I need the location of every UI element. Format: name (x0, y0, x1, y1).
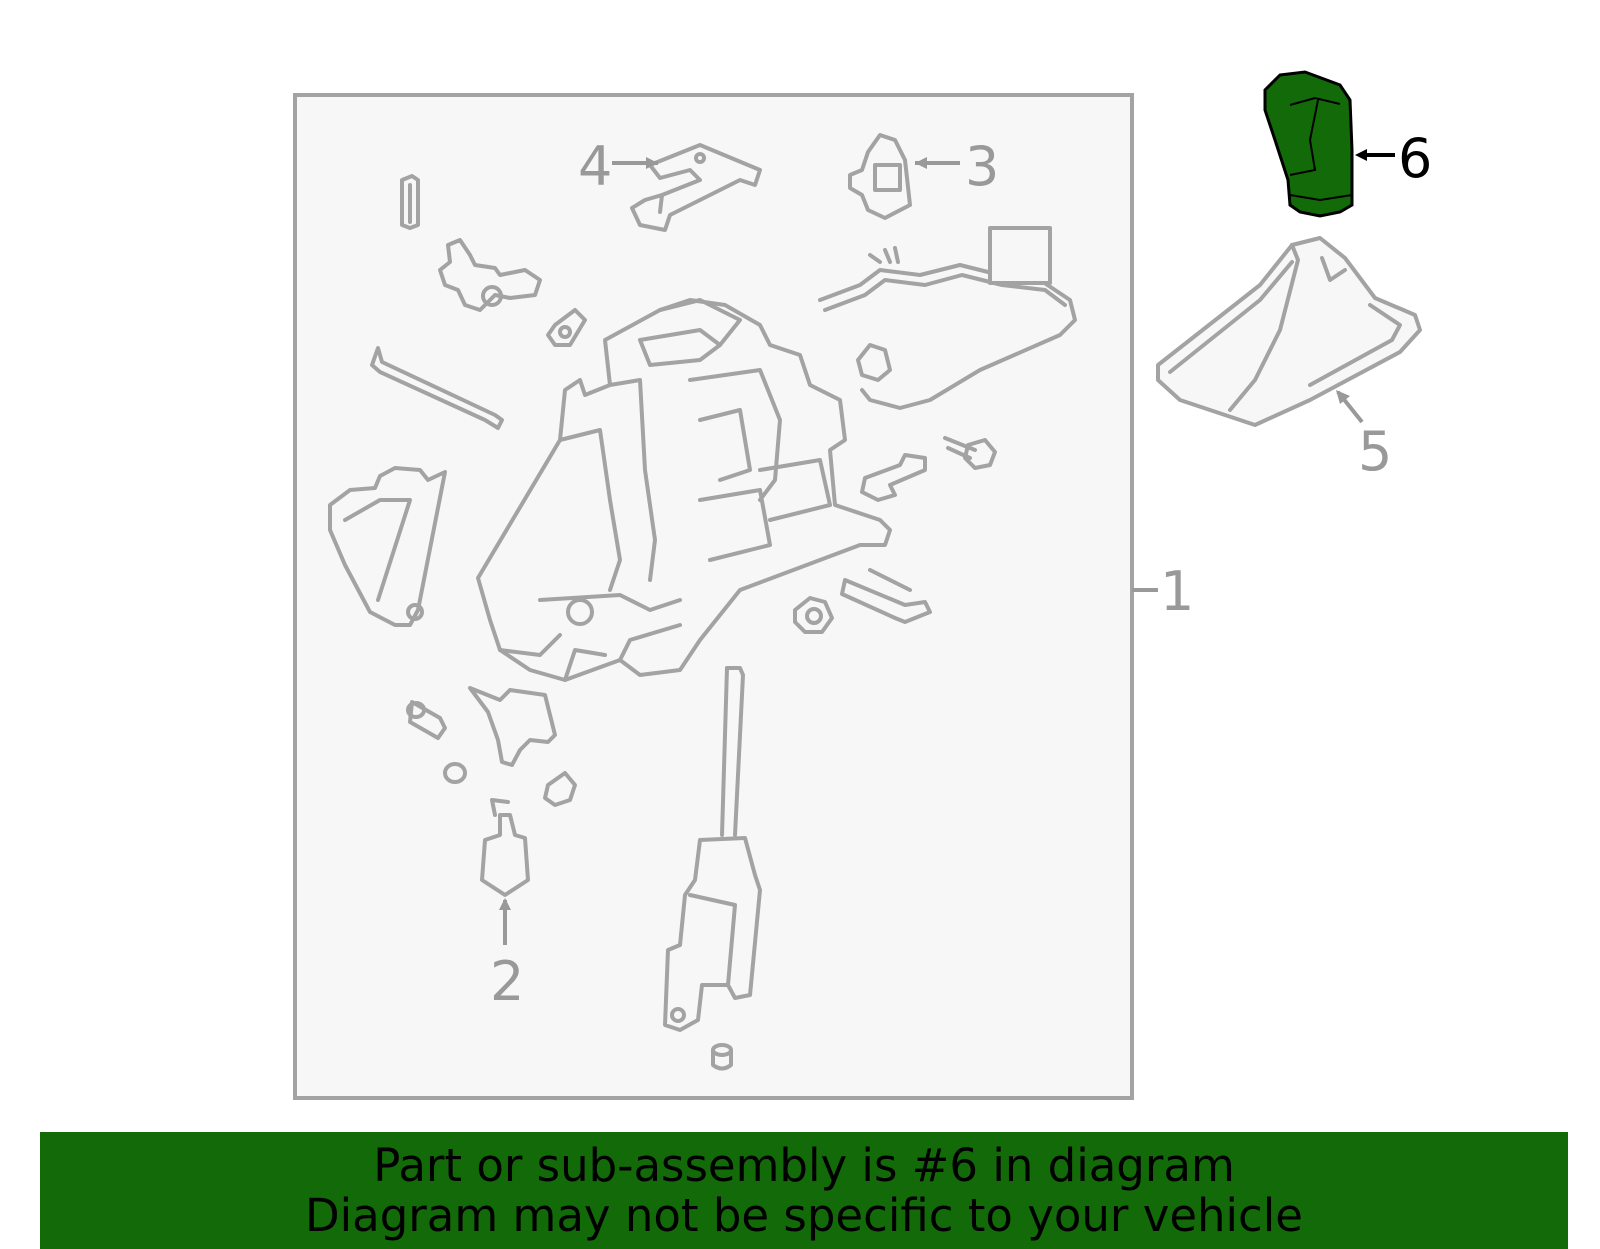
wire-harness[interactable] (818, 226, 1077, 410)
shifter-housing[interactable] (476, 298, 892, 682)
part-4-bracket[interactable] (630, 143, 762, 232)
lock-bracket[interactable] (438, 238, 542, 312)
long-pin[interactable] (370, 346, 504, 430)
small-clip[interactable] (400, 174, 420, 230)
info-banner: Part or sub-assembly is #6 in diagram Di… (40, 1132, 1568, 1249)
bolt[interactable] (943, 436, 997, 470)
part-5-boot[interactable] (1156, 236, 1422, 427)
part-2-sensor[interactable] (480, 798, 530, 897)
clip-rod[interactable] (840, 568, 932, 624)
small-bracket-right[interactable] (860, 453, 927, 502)
callout-4-arrow (646, 157, 658, 169)
washer[interactable] (443, 762, 467, 784)
shift-lever[interactable] (663, 666, 762, 1032)
callout-2-arrow (499, 898, 511, 910)
callout-6-arrow (1355, 149, 1367, 161)
side-bracket[interactable] (328, 466, 447, 627)
part-6-shift-knob[interactable] (1263, 70, 1354, 218)
callout-3[interactable]: 3 (965, 135, 999, 198)
callout-5[interactable]: 5 (1358, 420, 1392, 483)
callout-6[interactable]: 6 (1398, 127, 1432, 190)
callout-5-arrow (1336, 390, 1350, 404)
small-block[interactable] (543, 771, 577, 807)
lever-cap[interactable] (711, 1043, 733, 1071)
lever-bracket[interactable] (468, 686, 557, 767)
callout-1[interactable]: 1 (1160, 560, 1194, 623)
callout-3-arrow (915, 157, 927, 169)
banner-line-1: Part or sub-assembly is #6 in diagram (373, 1138, 1235, 1192)
bushing[interactable] (406, 700, 447, 740)
nut[interactable] (793, 596, 834, 634)
banner-line-2: Diagram may not be specific to your vehi… (305, 1188, 1303, 1242)
callout-2[interactable]: 2 (490, 950, 524, 1013)
part-3-switch[interactable] (848, 133, 912, 220)
plate-clip[interactable] (546, 308, 587, 347)
callout-4[interactable]: 4 (578, 135, 612, 198)
